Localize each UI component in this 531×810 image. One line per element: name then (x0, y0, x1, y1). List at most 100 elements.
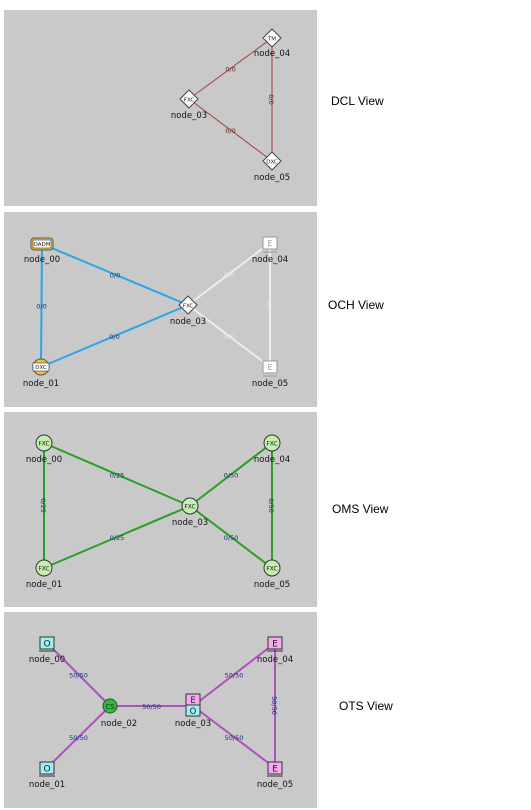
node_05-diamond-icon[interactable]: DXC (262, 151, 282, 171)
nodes: OADMnode_00DXCnode_01FXCnode_03Enode_04E… (23, 236, 288, 389)
link-label-node_00-node_01: 0/25 (39, 498, 47, 513)
node_01-obox-icon[interactable]: O (39, 761, 55, 777)
node_04-ebox-white-icon[interactable]: E (262, 236, 278, 253)
node_05-ebox-white-icon[interactable]: E (262, 360, 278, 377)
node_00-obox-icon[interactable]: O (39, 636, 55, 652)
network-diagram: 0/250/250/250/500/500/50FXCnode_00FXCnod… (26, 434, 290, 590)
link-label-node_00-node_03: 0/0 (110, 272, 120, 280)
node-node_01[interactable]: FXC node_01 (26, 559, 62, 590)
link-label-node_03-node_05: 50/50 (225, 734, 244, 742)
node_00-fxc-icon[interactable]: FXC (35, 434, 53, 452)
link-label-node_00-node_03: 0/25 (110, 472, 125, 480)
node-label-node_03: node_03 (171, 111, 207, 121)
link-node_03-node_05[interactable] (192, 705, 276, 769)
link-label-node_01-node_03: 0/0 (109, 333, 119, 341)
node_05-ebox-icon[interactable]: E (267, 761, 283, 777)
link-node_03-node_04[interactable] (188, 37, 273, 100)
link-label-node_04-node_05: 0/50 (267, 498, 275, 513)
link-node_03-node_04[interactable] (187, 242, 271, 306)
node_04-badge: E (267, 239, 272, 248)
link-node_03-node_05[interactable] (188, 98, 273, 162)
node_03-badge: FXC (184, 98, 195, 104)
node_04-badge: FXC (266, 441, 277, 448)
node_05-fxc-icon[interactable]: FXC (263, 559, 281, 577)
node_01-fxc-icon[interactable]: FXC (35, 559, 53, 577)
link-node_00-node_03[interactable] (43, 442, 191, 507)
node_05-badge: E (267, 363, 272, 372)
link-label-node_04-node_05: 0/0 (265, 300, 273, 310)
node_04-badge: E (272, 640, 278, 650)
node_03-badge: FXC (184, 504, 195, 511)
node_03-fxc-icon[interactable]: FXC (181, 497, 199, 515)
link-label-node_01-node_03: 0/25 (110, 534, 125, 542)
edges: 0/250/250/250/500/500/50 (39, 442, 275, 569)
node_03-diamond-icon[interactable]: FXC (179, 89, 199, 109)
node-label-node_03: node_03 (170, 317, 206, 327)
node_01-badge: DXC (35, 365, 47, 371)
dcl-view-label: DCL View (331, 94, 384, 108)
link-label-node_04-node_05: 0/0 (267, 94, 275, 104)
node-node_05[interactable]: FXC node_05 (254, 559, 290, 590)
link-node_03-node_04[interactable] (192, 642, 276, 707)
link-node_03-node_04[interactable] (189, 442, 273, 507)
link-node_00-node_02[interactable] (46, 642, 111, 707)
node_04-badge: TM (267, 37, 276, 43)
link-node_03-node_05[interactable] (187, 304, 271, 368)
node_05-badge: DXC (266, 160, 278, 166)
link-node_00-node_01[interactable] (40, 243, 43, 368)
link-label-node_03-node_04: 0/0 (224, 271, 234, 279)
node_02-cs-icon[interactable]: CS (102, 698, 118, 714)
node-label-node_04: node_04 (254, 455, 290, 465)
node_00-badge: OADM (34, 242, 51, 248)
node-node_03[interactable]: FXC node_03 (171, 89, 207, 121)
edges: 0/00/00/00/00/00/0 (36, 242, 273, 368)
link-node_00-node_03[interactable] (41, 243, 189, 306)
node_00-oadm-icon[interactable]: OADM (30, 237, 54, 251)
node_04-diamond-icon[interactable]: TM (262, 28, 282, 48)
node-label-node_05: node_05 (254, 580, 290, 590)
link-node_01-node_02[interactable] (46, 705, 111, 769)
node-label-node_02: node_02 (101, 719, 137, 729)
node-node_03[interactable]: FXC node_03 (170, 295, 206, 327)
link-node_01-node_03[interactable] (43, 505, 191, 569)
node-node_02[interactable]: CS node_02 (101, 698, 137, 729)
node_04-fxc-icon[interactable]: FXC (263, 434, 281, 452)
link-label-node_03-node_04: 50/50 (225, 672, 244, 680)
node_01-dxc-icon[interactable]: DXC (32, 358, 50, 376)
link-label-node_00-node_01: 0/0 (36, 303, 46, 311)
node_03-eo-stack-icon[interactable]: EO (185, 693, 201, 717)
edges: 0/00/00/0 (188, 37, 275, 162)
node-label-node_01: node_01 (26, 580, 62, 590)
nodes: Onode_00Onode_01CSnode_02EOnode_03Enode_… (29, 636, 293, 790)
link-label-node_00-node_02: 50/50 (69, 672, 88, 680)
node-node_04[interactable]: FXC node_04 (254, 434, 290, 465)
link-node_03-node_05[interactable] (189, 505, 273, 569)
link-label-node_03-node_05: 0/50 (224, 534, 239, 542)
link-node_01-node_03[interactable] (40, 304, 189, 368)
oms-view-label: OMS View (332, 502, 389, 516)
node_04-ebox-icon[interactable]: E (267, 636, 283, 652)
node_05-badge: E (272, 765, 278, 775)
link-label-node_03-node_05: 0/0 (225, 127, 235, 135)
node_03-badge: E (190, 696, 195, 706)
node_02-badge: CS (105, 703, 115, 711)
node_03-diamond-icon[interactable]: FXC (178, 295, 198, 315)
link-label-node_02-node_03: 50/50 (142, 703, 161, 711)
